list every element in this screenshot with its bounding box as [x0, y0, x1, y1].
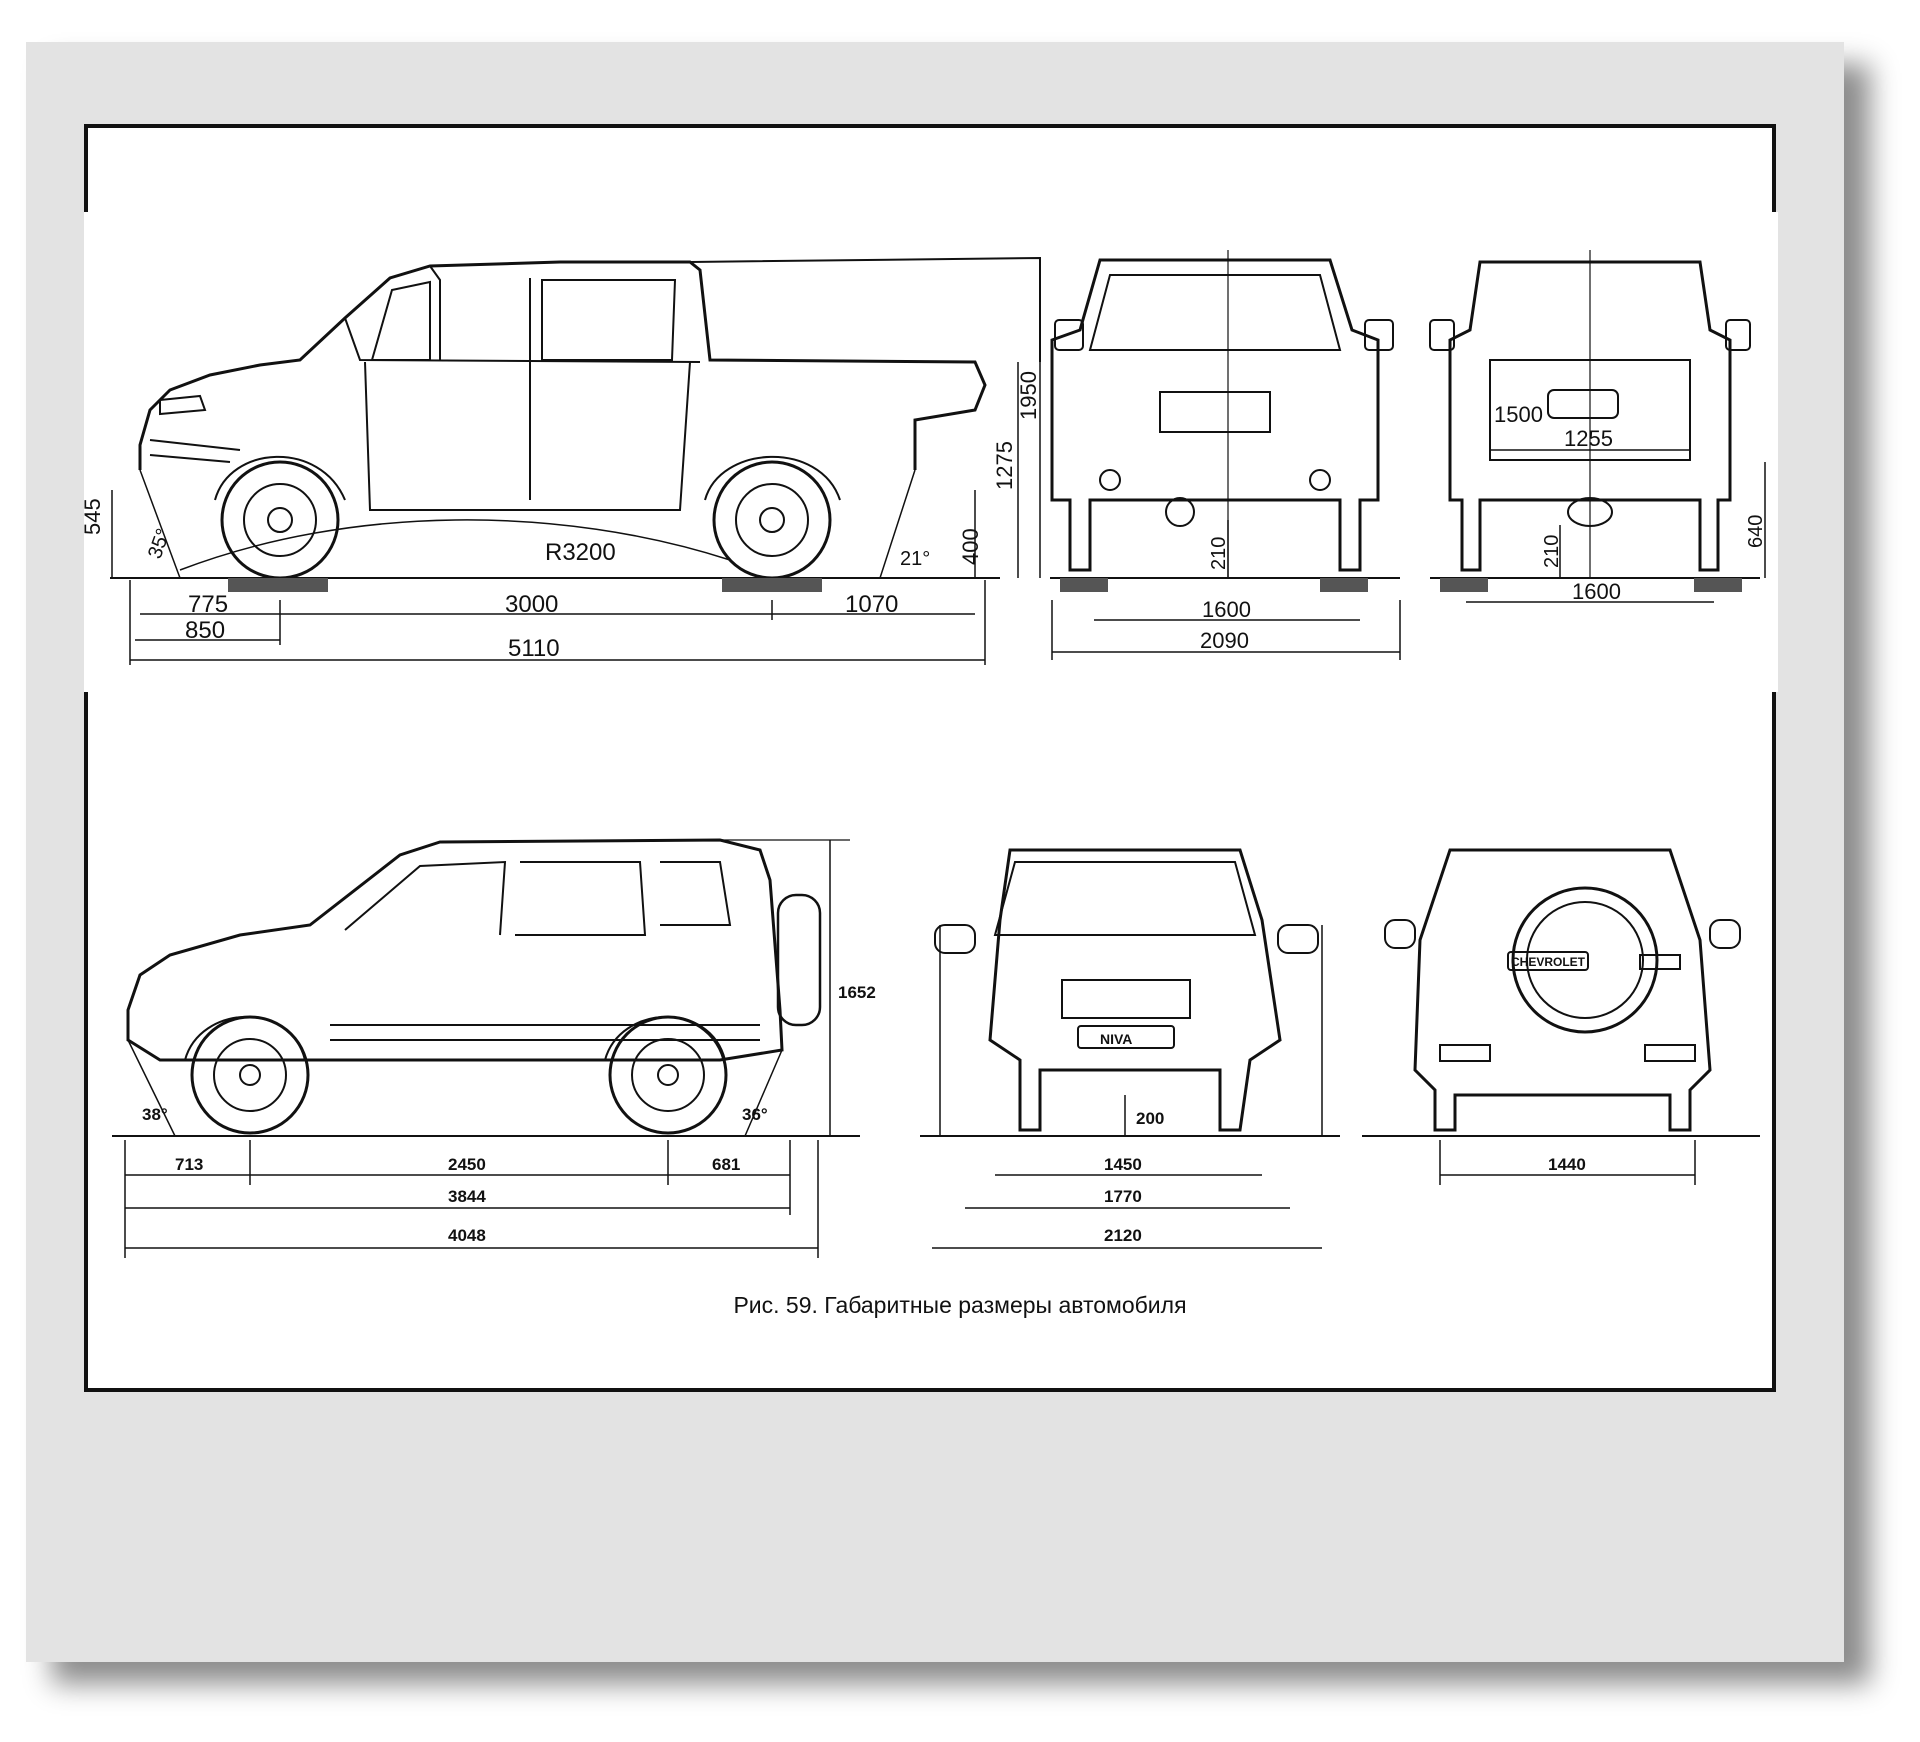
dim-1275: 1275	[992, 441, 1017, 490]
niva-front-view	[920, 848, 1340, 1249]
dim-1070: 1070	[845, 591, 898, 618]
dim-5110: 5110	[508, 635, 560, 662]
dim-front-210: 210	[1208, 537, 1230, 570]
dim-681: 681	[712, 1155, 740, 1174]
niva-rear-view	[1362, 848, 1760, 1185]
dim-1950: 1950	[1016, 371, 1041, 420]
dim-rear-1255: 1255	[1564, 426, 1613, 451]
dim-front-2120: 2120	[1104, 1226, 1142, 1245]
dim-775: 775	[188, 591, 228, 618]
dim-4048: 4048	[448, 1226, 486, 1245]
dim-front-1600: 1600	[1202, 597, 1251, 622]
dim-angle-21: 21°	[900, 548, 930, 570]
dim-400: 400	[958, 528, 983, 565]
dim-front-1450: 1450	[1104, 1155, 1142, 1174]
dim-rear-1600: 1600	[1572, 579, 1621, 604]
dim-front-2090: 2090	[1200, 628, 1249, 653]
dim-angle-35: 35°	[144, 526, 175, 562]
dim-713: 713	[175, 1155, 203, 1174]
niva-side-view	[112, 838, 860, 1258]
dim-angle-38: 38°	[142, 1105, 168, 1124]
dim-850: 850	[185, 617, 225, 644]
dim-front-1770: 1770	[1104, 1187, 1142, 1206]
dim-rear-640: 640	[1745, 515, 1767, 548]
dim-angle-36: 36°	[742, 1105, 768, 1124]
pickup-side-view	[110, 256, 1041, 665]
figure-caption: Рис. 59. Габаритные размеры автомобиля	[733, 1292, 1187, 1318]
pickup-front-view	[1050, 250, 1401, 660]
dim-r3200: R3200	[545, 539, 616, 566]
niva-rear-badge: CHEVROLET	[1511, 955, 1586, 969]
dim-3844: 3844	[448, 1187, 486, 1206]
pickup-rear-view	[1429, 250, 1766, 603]
niva-front-badge: NIVA	[1100, 1031, 1132, 1047]
dim-rear-1500: 1500	[1494, 402, 1543, 427]
sheet-edge-right	[1772, 212, 1778, 692]
dim-2450: 2450	[448, 1155, 486, 1174]
dim-rear-210: 210	[1541, 535, 1563, 568]
dim-545: 545	[80, 498, 105, 535]
dim-rear-1440: 1440	[1548, 1155, 1586, 1174]
dim-1652: 1652	[838, 983, 876, 1002]
dim-front-200: 200	[1136, 1109, 1164, 1128]
drawing-sheet	[84, 124, 1776, 1392]
sheet-edge-left	[84, 212, 90, 692]
dim-3000: 3000	[505, 591, 558, 618]
